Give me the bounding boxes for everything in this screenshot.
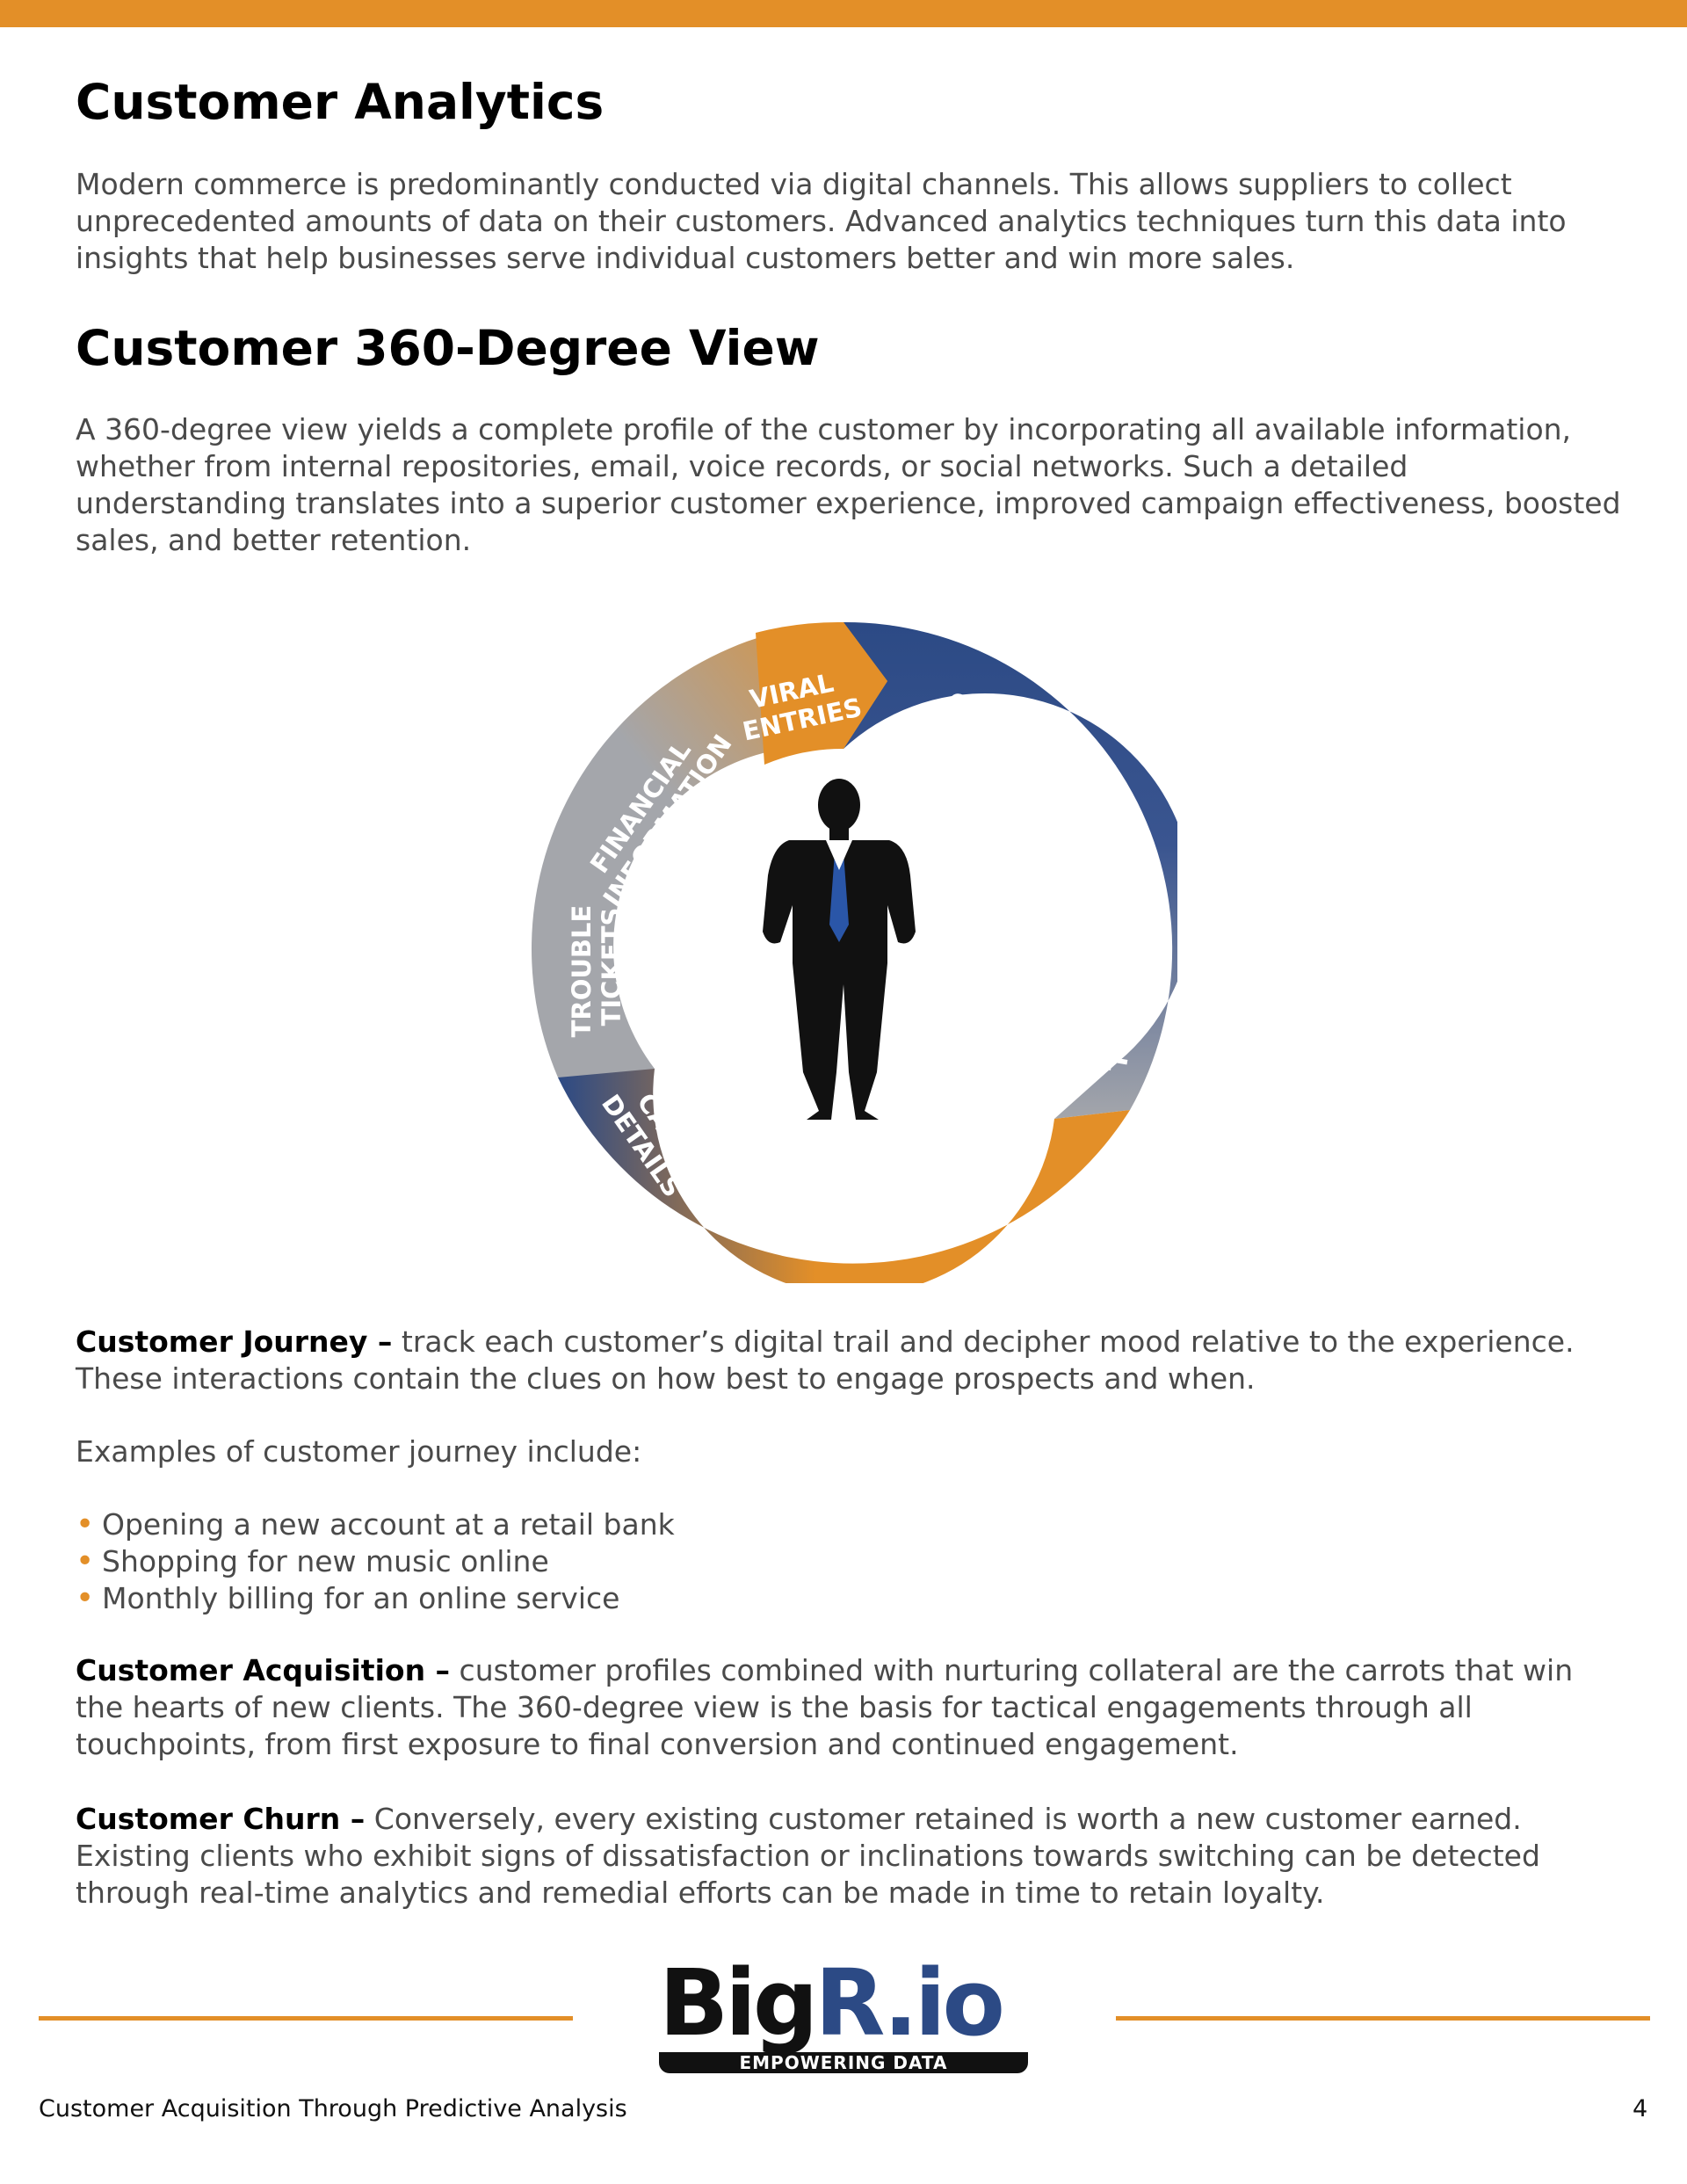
list-item: •Shopping for new music online (76, 1543, 549, 1579)
label-trouble-tickets: TROUBLE TICKETS (567, 896, 626, 1038)
footer-page-number: 4 (1633, 2095, 1648, 2122)
journey-paragraph: Customer Journey – track each customer’s… (76, 1324, 1622, 1397)
footer-rule-right (1116, 2016, 1650, 2021)
journey-title: Customer Journey – (76, 1324, 393, 1359)
acquisition-text: customer profiles combined with nurturin… (76, 1653, 1574, 1761)
label-social-media: SOCIAL MEDIA (1032, 787, 1132, 914)
journey-text: track each customer’s digital trail and … (76, 1324, 1575, 1396)
bigr-logo: BigR.io EMPOWERING DATA (659, 1950, 1028, 2077)
person-silhouette (763, 779, 916, 1120)
bullet-icon: • (76, 1543, 95, 1579)
customer-360-diagram: VIRAL ENTRIES CRM SOCIAL MEDIA DIGITAL T… (531, 621, 1177, 1283)
bullet-icon: • (76, 1580, 95, 1616)
heading-360-view: Customer 360-Degree View (76, 320, 820, 376)
examples-intro: Examples of customer journey include: (76, 1434, 642, 1469)
logo-tagline: EMPOWERING DATA (659, 2052, 1028, 2073)
logo-wordmark: BigR.io (659, 1949, 1005, 2057)
acquisition-paragraph: Customer Acquisition – customer profiles… (76, 1652, 1622, 1763)
acquisition-title: Customer Acquisition – (76, 1653, 451, 1687)
footer-rule-left (39, 2016, 573, 2021)
view-paragraph: A 360-degree view yields a complete prof… (76, 412, 1621, 557)
list-item: •Opening a new account at a retail bank (76, 1506, 675, 1542)
churn-paragraph: Customer Churn – Conversely, every exist… (76, 1801, 1622, 1912)
bullet-icon: • (76, 1506, 95, 1542)
churn-title: Customer Churn – (76, 1802, 366, 1836)
top-accent-bar (0, 0, 1687, 27)
label-viral-entries: VIRAL ENTRIES (734, 663, 865, 746)
ring-arrow-orange (756, 621, 887, 765)
examples-list: •Opening a new account at a retail bank … (76, 1506, 675, 1617)
list-item: •Monthly billing for an online service (76, 1580, 620, 1616)
footer-document-title: Customer Acquisition Through Predictive … (39, 2095, 627, 2122)
heading-customer-analytics: Customer Analytics (76, 74, 605, 130)
label-purchase-history: PURCHASE HISTORY (884, 1116, 1055, 1250)
churn-text: Conversely, every existing customer reta… (76, 1802, 1540, 1910)
intro-paragraph: Modern commerce is predominantly conduct… (76, 167, 1567, 275)
